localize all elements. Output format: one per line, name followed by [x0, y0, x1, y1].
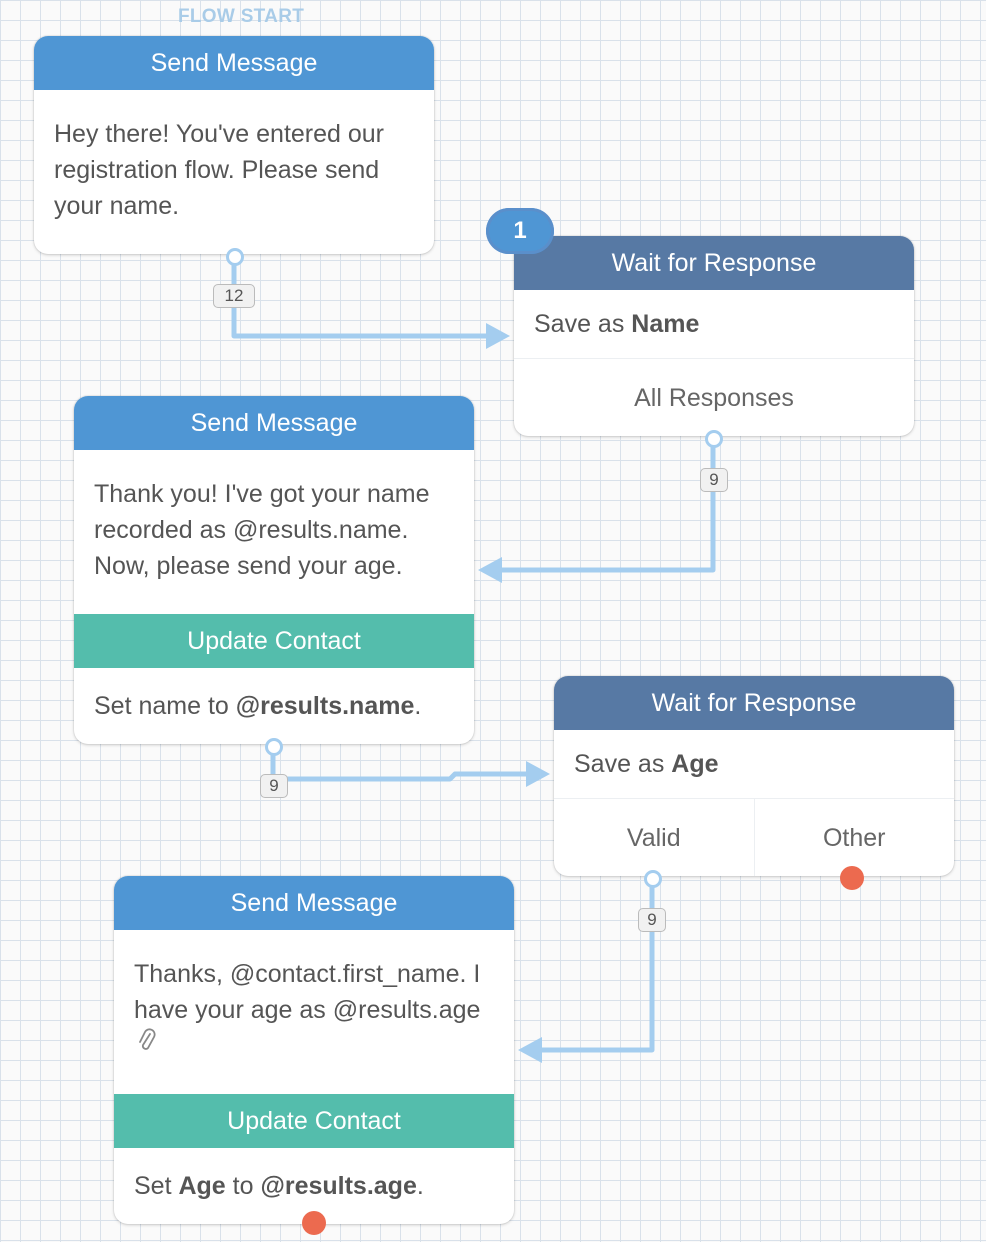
arrowhead-wait1	[486, 323, 510, 349]
category-all-responses[interactable]: All Responses	[634, 383, 794, 412]
send-message-header[interactable]: Send Message	[114, 876, 514, 930]
wait-for-response-header[interactable]: Wait for Response	[514, 236, 914, 290]
update-contact-header[interactable]: Update Contact	[114, 1094, 514, 1148]
wait-for-response-header[interactable]: Wait for Response	[554, 676, 954, 730]
action-suffix: .	[414, 691, 422, 720]
result-name: Name	[631, 309, 700, 338]
send-message-node-2[interactable]: Send Message Thank you! I've got your na…	[74, 396, 474, 744]
action-prefix: Set	[134, 1171, 179, 1200]
action-mid: to	[225, 1171, 261, 1200]
save-as-prefix: Save as	[574, 749, 672, 778]
result-name: Age	[671, 749, 719, 778]
exit-connector[interactable]	[705, 430, 723, 448]
arrowhead-send3	[518, 1037, 542, 1063]
exit-connector[interactable]	[226, 248, 244, 266]
message-text: Hey there! You've entered our registrati…	[54, 120, 385, 220]
step-count-badge: 1	[486, 208, 554, 254]
exit-connector-unconnected[interactable]	[302, 1211, 326, 1235]
flow-start-label: FLOW START	[178, 6, 305, 27]
message-text: Thank you! I've got your name recorded a…	[94, 480, 430, 580]
send-message-node-1[interactable]: Send Message Hey there! You've entered o…	[34, 36, 434, 254]
exit-connector[interactable]	[265, 738, 283, 756]
message-body: Thanks, @contact.first_name. I have your…	[114, 930, 514, 1094]
arrowhead-send2	[478, 557, 502, 583]
wire-wait1-to-send2	[500, 446, 716, 573]
action-field: Age	[178, 1171, 226, 1200]
category-valid[interactable]: Valid	[626, 823, 681, 852]
update-contact-description: Set Age to @results.age.	[114, 1148, 514, 1224]
wire-send1-to-wait1	[231, 262, 488, 339]
send-message-header[interactable]: Send Message	[34, 36, 434, 90]
action-suffix: .	[416, 1171, 424, 1200]
update-contact-description: Set name to @results.name.	[74, 668, 474, 744]
save-as-prefix: Save as	[534, 309, 632, 338]
categories: Valid Other	[554, 799, 954, 876]
send-message-header[interactable]: Send Message	[74, 396, 474, 450]
exit-count-badge: 9	[260, 774, 288, 798]
message-text: Thanks, @contact.first_name. I have your…	[134, 960, 481, 1024]
wait-for-response-node-2[interactable]: Wait for Response Save as Age Valid Othe…	[554, 676, 954, 876]
exit-count-badge: 12	[213, 284, 255, 308]
wire-send2-to-wait2	[270, 752, 528, 782]
action-prefix: Set name to	[94, 691, 236, 720]
exit-count-badge: 9	[638, 908, 666, 932]
paperclip-icon	[138, 1028, 156, 1064]
update-contact-header[interactable]: Update Contact	[74, 614, 474, 668]
arrowhead-wait2	[526, 761, 550, 787]
categories: All Responses	[514, 359, 914, 436]
action-value: @results.age	[260, 1171, 417, 1200]
category-other[interactable]: Other	[753, 799, 955, 876]
action-value: @results.name	[235, 691, 415, 720]
exit-connector-valid[interactable]	[644, 870, 662, 888]
save-as-row: Save as Name	[514, 290, 914, 359]
wait-for-response-node-1[interactable]: Wait for Response Save as Name All Respo…	[514, 236, 914, 436]
send-message-node-3[interactable]: Send Message Thanks, @contact.first_name…	[114, 876, 514, 1224]
exit-connector-other-unconnected[interactable]	[840, 866, 864, 890]
save-as-row: Save as Age	[554, 730, 954, 799]
exit-count-badge: 9	[700, 468, 728, 492]
wire-wait2-to-send3	[540, 886, 655, 1053]
